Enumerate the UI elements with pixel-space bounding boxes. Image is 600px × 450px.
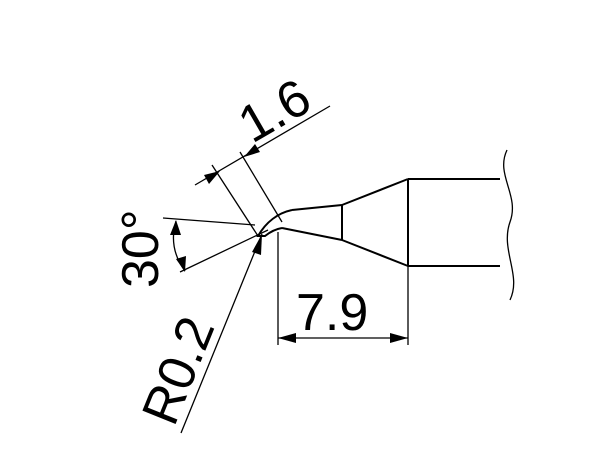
length-arrow-right: [390, 333, 408, 343]
bevel-bottom-edge: [281, 227, 343, 241]
angle-extension-a: [162, 217, 256, 226]
angle-arrow-bottom: [176, 256, 186, 272]
taper-bottom-edge: [341, 239, 409, 267]
break-line: [503, 149, 515, 301]
bevel-top-edge: [291, 204, 343, 211]
tip-width-dimension-label: 1.6: [229, 68, 321, 154]
tip-outline: [256, 149, 515, 301]
dimension-angle: 30°: [112, 209, 269, 288]
dimension-tip-width: 1.6: [194, 68, 331, 237]
taper-top-edge: [341, 178, 409, 206]
radius-arrow: [252, 234, 262, 255]
tip-width-extension-b: [239, 151, 283, 223]
tip-width-arrow-b: [244, 144, 260, 157]
angle-arrow-top: [170, 220, 181, 235]
radius-dimension-label: R0.2: [131, 309, 226, 433]
angle-extension-b: [179, 229, 269, 273]
angle-dimension-label: 30°: [112, 209, 170, 288]
tip-width-arrow-a: [204, 171, 220, 184]
radius-leader-line: [180, 233, 263, 434]
length-dimension-label: 7.9: [296, 284, 368, 342]
dimension-length: 7.9: [277, 232, 409, 345]
length-arrow-left: [278, 333, 296, 343]
